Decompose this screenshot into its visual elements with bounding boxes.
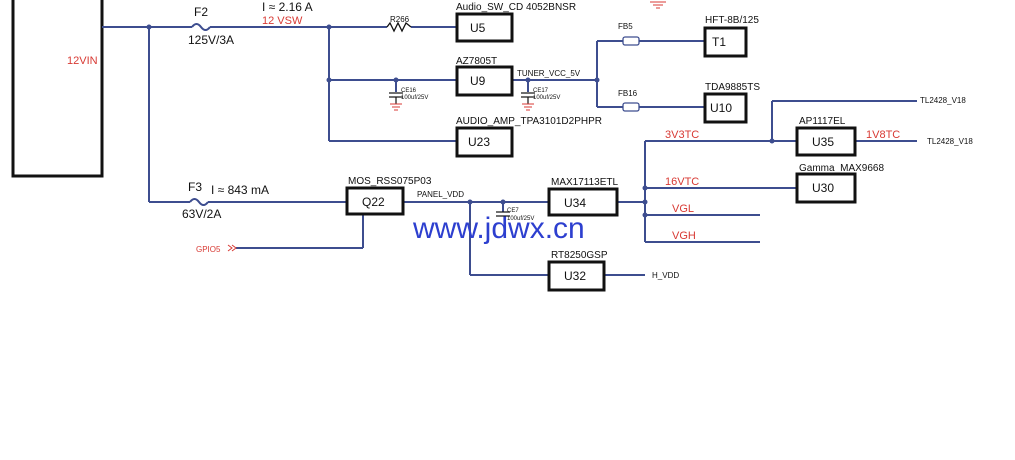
capacitor-ce16-value: 100uf/25V (401, 95, 428, 101)
net-label-h-vdd: H_VDD (652, 271, 679, 280)
ferrite-fb16-ref: FB16 (618, 89, 638, 98)
chip-u9-part: AZ7805T (456, 56, 497, 67)
chip-u32 (547, 260, 606, 292)
chip-u34-ref: U34 (564, 196, 586, 210)
chip-t1-ref: T1 (712, 35, 726, 49)
chip-u23-ref: U23 (468, 135, 490, 149)
fuse-f3 (189, 198, 209, 206)
fuse-f2-rating: 125V/3A (188, 33, 234, 47)
chip-u10-ref: U10 (710, 101, 732, 115)
fuse-f3-rating: 63V/2A (182, 207, 221, 221)
current-f3: I ≈ 843 mA (211, 183, 269, 197)
capacitor-ce17-ref: CE17 (533, 88, 549, 94)
ferrite-fb5 (622, 36, 640, 46)
net-label-gpio5: GPIO5 (196, 245, 221, 254)
chip-u32-ref: U32 (564, 269, 586, 283)
fuse-f2-ref: F2 (194, 5, 208, 19)
net-label-panel-vdd: PANEL_VDD (417, 190, 464, 199)
net-label-vgl: VGL (672, 203, 694, 215)
chip-u23 (455, 126, 514, 158)
chip-q22 (345, 186, 405, 216)
ferrite-fb16 (622, 102, 640, 112)
chip-q22-ref: Q22 (362, 195, 385, 209)
capacitor-ce17-value: 100uf/25V (533, 95, 560, 101)
chip-u35 (795, 126, 857, 157)
net-label-vgh: VGH (672, 230, 696, 242)
chip-u10-part: TDA9885TS (705, 82, 760, 93)
chip-u9 (455, 65, 514, 97)
chip-u32-part: RT8250GSP (551, 250, 608, 261)
chip-u34-part: MAX17113ETL (551, 177, 619, 188)
chip-u23-part: AUDIO_AMP_TPA3101D2PHPR (456, 116, 602, 127)
chip-u5 (455, 12, 514, 43)
chip-u30-ref: U30 (812, 181, 834, 195)
chip-u5-part: Audio_SW_CD 4052BNSR (456, 2, 576, 13)
chip-u34 (547, 187, 619, 217)
capacitor-ce7 (496, 211, 510, 217)
fuse-f2 (191, 23, 211, 31)
ferrite-fb5-ref: FB5 (618, 22, 633, 31)
net-label-tuner-vcc: TUNER_VCC_5V (517, 69, 581, 78)
junctions (146, 24, 775, 218)
net-label-12vsw: 12 VSW (262, 15, 303, 27)
watermark: www.jdwx.cn (412, 212, 585, 245)
net-label-3v3tc: 3V3TC (665, 129, 699, 141)
resistor-r266 (386, 21, 412, 33)
net-label-12vin: 12VIN (67, 55, 98, 67)
fuse-f3-ref: F3 (188, 180, 202, 194)
net-label-16vtc: 16VTC (665, 176, 699, 188)
power-connector (11, 0, 104, 178)
net-label-1v8tc: 1V8TC (866, 129, 900, 141)
capacitor-ce7-ref: CE7 (507, 208, 519, 214)
capacitor-ce17 (521, 92, 535, 111)
resistor-r266-ref: R266 (390, 15, 410, 24)
chip-u30 (795, 172, 857, 204)
chip-u30-part: Gamma_MAX9668 (799, 163, 884, 174)
chip-u35-part: AP1117EL (799, 116, 846, 127)
chevron-right-icon (227, 244, 237, 252)
ground-symbol (650, 1, 666, 9)
current-f2: I ≈ 2.16 A (262, 0, 313, 14)
chip-t1 (703, 26, 748, 58)
chip-u10 (703, 92, 748, 124)
net-label-tl2428-v18-right: TL2428_V18 (927, 137, 973, 146)
chip-u35-ref: U35 (812, 135, 834, 149)
chip-t1-part: HFT-8B/125 (705, 15, 759, 26)
net-label-tl2428-v18-top: TL2428_V18 (920, 96, 966, 105)
chip-u5-ref: U5 (470, 21, 486, 35)
chip-u9-ref: U9 (470, 74, 486, 88)
capacitor-ce16 (389, 92, 403, 111)
capacitor-ce16-ref: CE16 (401, 88, 417, 94)
capacitor-ce7-value: 100uf/25V (507, 216, 534, 222)
chip-q22-part: MOS_RSS075P03 (348, 176, 432, 187)
